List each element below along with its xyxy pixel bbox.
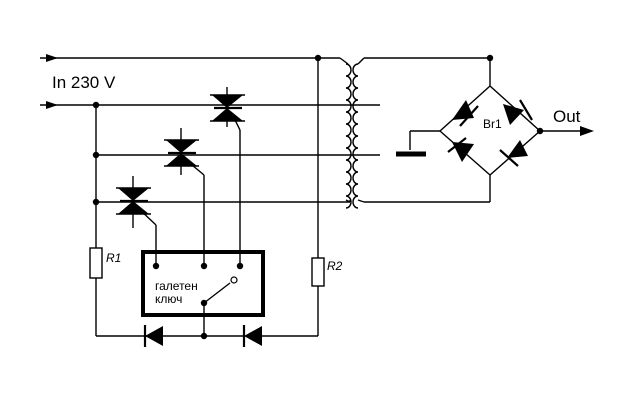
resistor-r1	[89, 247, 103, 336]
output-line	[540, 126, 594, 136]
output-label: Out	[553, 107, 581, 126]
bottom-diodes	[96, 325, 318, 347]
triac-3	[116, 176, 157, 266]
resistor-r2	[311, 257, 325, 336]
r1-label: R1	[106, 251, 121, 265]
transformer	[318, 57, 490, 209]
switch-label-line2: ключ	[155, 292, 182, 306]
switch-label-line1: галетен	[155, 279, 198, 293]
bridge-label: Br1	[483, 117, 502, 131]
tap-wires	[95, 58, 380, 258]
bridge-rectifier	[439, 58, 541, 202]
ground-bar	[396, 130, 440, 157]
r2-label: R2	[327, 259, 343, 273]
triac-1	[210, 87, 245, 266]
input-label: In 230 V	[52, 73, 116, 92]
triac-2	[164, 128, 205, 266]
rotary-switch	[141, 250, 265, 336]
